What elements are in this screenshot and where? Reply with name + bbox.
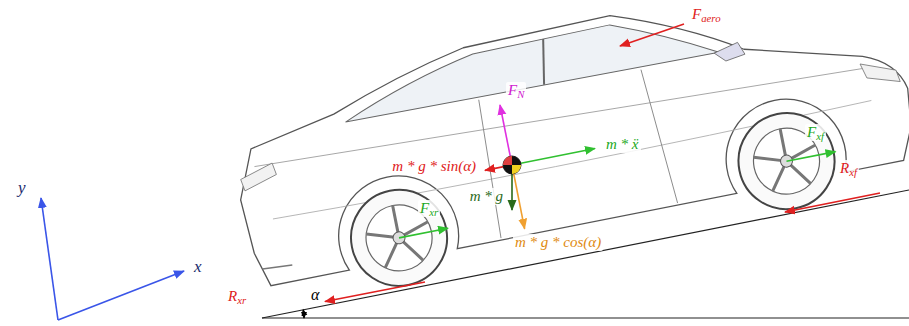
spokes <box>749 123 822 194</box>
force-label: Rxr <box>226 288 248 305</box>
side-windows <box>337 5 719 126</box>
force-label: FN <box>506 82 526 99</box>
normal-weight-arrow <box>512 165 525 229</box>
b-pillar <box>535 39 552 85</box>
x-axis <box>58 271 184 320</box>
angle-arc <box>303 310 305 318</box>
front-traction-arrow <box>787 152 836 162</box>
tail-light <box>239 163 279 192</box>
force-label: Fxf <box>805 124 826 141</box>
com-quadrant <box>512 156 521 165</box>
tire <box>343 181 456 294</box>
front-wheel <box>730 105 843 218</box>
force-label: Rxf <box>838 160 859 177</box>
force-label: m * g <box>468 188 505 205</box>
force-label: m * g * sin(α) <box>390 158 478 175</box>
com-quadrant <box>503 156 512 165</box>
door-line <box>273 100 872 222</box>
tire <box>730 105 843 218</box>
center-of-mass <box>503 156 521 174</box>
side-mirror <box>713 41 746 63</box>
rear-resistance-arrow <box>325 282 425 302</box>
coordinate-axes <box>41 198 184 320</box>
rear-traction-arrow <box>399 228 448 238</box>
axis-label: x <box>192 257 204 277</box>
inertia-arrow <box>512 149 595 166</box>
com-quadrant <box>503 165 512 174</box>
com-circle <box>503 156 521 174</box>
force-label: Faero <box>690 6 723 23</box>
aero-force-arrow <box>620 24 684 46</box>
head-light <box>860 57 900 89</box>
door-seam <box>641 68 678 205</box>
angle-label: α <box>309 286 321 304</box>
rear-wheel <box>343 181 456 294</box>
force-arrows <box>325 24 880 302</box>
axis-label: y <box>16 178 28 198</box>
car-drawing <box>219 0 909 314</box>
front-resistance-arrow <box>785 193 880 212</box>
spokes <box>362 199 435 270</box>
force-label: m * g * cos(α) <box>513 234 603 251</box>
y-axis <box>41 198 58 320</box>
force-label: m * ẍ <box>604 136 641 153</box>
force-label: Fxr <box>418 200 440 217</box>
ground-line <box>262 317 909 318</box>
exhaust <box>262 263 292 271</box>
car-body <box>219 0 909 288</box>
com-quadrant <box>512 165 521 174</box>
